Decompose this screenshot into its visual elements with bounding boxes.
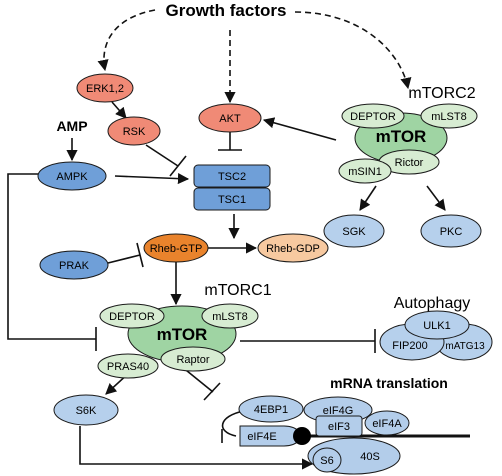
c2-mlst8: mLST8 <box>420 103 478 129</box>
node-prak: PRAK <box>39 250 109 280</box>
svg-text:mSIN1: mSIN1 <box>348 166 382 178</box>
autophagy-label: Autophagy <box>394 295 471 312</box>
ulk1-complex: ULK1 FIP200 mATG13 <box>379 310 493 361</box>
edge-prak-rheb <box>107 254 141 264</box>
c1-mlst8: mLST8 <box>201 303 259 329</box>
svg-text:TSC2: TSC2 <box>218 171 246 183</box>
node-tsc2: TSC2 <box>193 164 271 188</box>
svg-text:S6K: S6K <box>76 405 97 417</box>
edge-s6k-s6 <box>79 426 314 470</box>
svg-text:mTOR: mTOR <box>376 127 427 146</box>
svg-text:AMPK: AMPK <box>56 171 88 183</box>
svg-text:40S: 40S <box>360 451 380 463</box>
ulk1-label: ULK1 <box>423 320 451 332</box>
c2-deptor: DEPTOR <box>341 103 405 129</box>
edge-mtorc2-akt <box>262 117 337 141</box>
svg-text:eIF4G: eIF4G <box>323 405 354 417</box>
svg-text:Rheb-GDP: Rheb-GDP <box>266 243 320 255</box>
svg-text:eIF4A: eIF4A <box>372 418 402 430</box>
node-rsk: RSK <box>107 116 161 146</box>
c1-pras40: PRAS40 <box>97 353 159 379</box>
edge-erk-rsk <box>111 101 127 119</box>
c2-msin1: mSIN1 <box>338 158 392 184</box>
node-tsc1: TSC1 <box>193 187 271 211</box>
node-s6: S6 <box>312 447 342 473</box>
edge-mtorc2-sgk <box>359 185 377 211</box>
svg-text:Raptor: Raptor <box>176 354 209 366</box>
svg-text:ERK1,2: ERK1,2 <box>86 83 124 95</box>
svg-text:DEPTOR: DEPTOR <box>109 311 155 323</box>
svg-text:PKC: PKC <box>440 226 463 238</box>
fip200-label: FIP200 <box>392 340 427 352</box>
svg-text:mLST8: mLST8 <box>212 311 247 323</box>
growth-factors-label: Growth factors <box>166 1 287 20</box>
amp-label: AMP <box>56 118 87 134</box>
node-s6k: S6K <box>53 394 119 426</box>
edge-ampk-mtorc1 <box>7 173 96 340</box>
svg-text:RSK: RSK <box>123 126 146 138</box>
c1-deptor: DEPTOR <box>99 303 165 329</box>
edges <box>7 9 470 470</box>
node-pkc: PKC <box>420 214 482 248</box>
mrna-translation-label: mRNA translation <box>330 375 448 391</box>
svg-text:4EBP1: 4EBP1 <box>254 404 288 416</box>
edge-prak-rheb-bar <box>136 242 144 268</box>
c2-rictor: Rictor <box>378 149 440 175</box>
mtorc2-label: mTORC2 <box>408 85 475 102</box>
node-eif3: eIF3 <box>315 415 363 437</box>
node-akt: AKT <box>198 103 262 133</box>
node-erk: ERK1,2 <box>76 73 134 103</box>
edge-4ebp1-eif4e <box>221 410 245 437</box>
svg-text:mLST8: mLST8 <box>431 111 466 123</box>
svg-text:eIF3: eIF3 <box>328 421 350 433</box>
svg-text:S6: S6 <box>320 455 333 467</box>
mrna-cap <box>293 427 311 445</box>
node-4ebp1: 4EBP1 <box>238 395 304 423</box>
matg13-label: mATG13 <box>445 341 485 352</box>
edge-gf-erk <box>97 9 156 72</box>
svg-text:PRAK: PRAK <box>59 260 90 272</box>
edge-ampk-tsc <box>114 172 190 185</box>
mtorc1-label: mTORC1 <box>204 282 271 299</box>
edge-mtorc2-pkc <box>426 185 446 211</box>
svg-text:Rictor: Rictor <box>395 157 424 169</box>
svg-text:DEPTOR: DEPTOR <box>350 111 396 123</box>
node-rheb-gtp: Rheb-GTP <box>143 233 209 263</box>
node-rheb-gdp: Rheb-GDP <box>257 233 329 263</box>
node-eif4a: eIF4A <box>364 410 410 436</box>
node-eif4e: eIF4E <box>239 425 301 447</box>
svg-text:eIF4E: eIF4E <box>247 431 276 443</box>
edge-rsk-tsc-bar <box>169 155 187 177</box>
svg-text:SGK: SGK <box>342 226 366 238</box>
c1-raptor: Raptor <box>160 346 226 372</box>
node-ampk: AMPK <box>37 161 107 191</box>
edge-gf-mtorc2 <box>294 11 412 90</box>
svg-text:PRAS40: PRAS40 <box>107 361 149 373</box>
node-sgk: SGK <box>323 214 385 248</box>
svg-text:Rheb-GTP: Rheb-GTP <box>150 243 203 255</box>
mtorc1-complex: mTOR DEPTOR mLST8 Raptor PRAS40 <box>97 303 259 379</box>
edge-rsk-tsc <box>145 144 179 167</box>
edge-mtorc1-4ebp1-bar <box>203 382 221 401</box>
svg-text:mTOR: mTOR <box>157 325 208 344</box>
svg-text:TSC1: TSC1 <box>218 194 246 206</box>
svg-text:AKT: AKT <box>219 113 241 125</box>
mtorc2-complex: mTOR DEPTOR mLST8 Rictor mSIN1 <box>338 103 478 184</box>
